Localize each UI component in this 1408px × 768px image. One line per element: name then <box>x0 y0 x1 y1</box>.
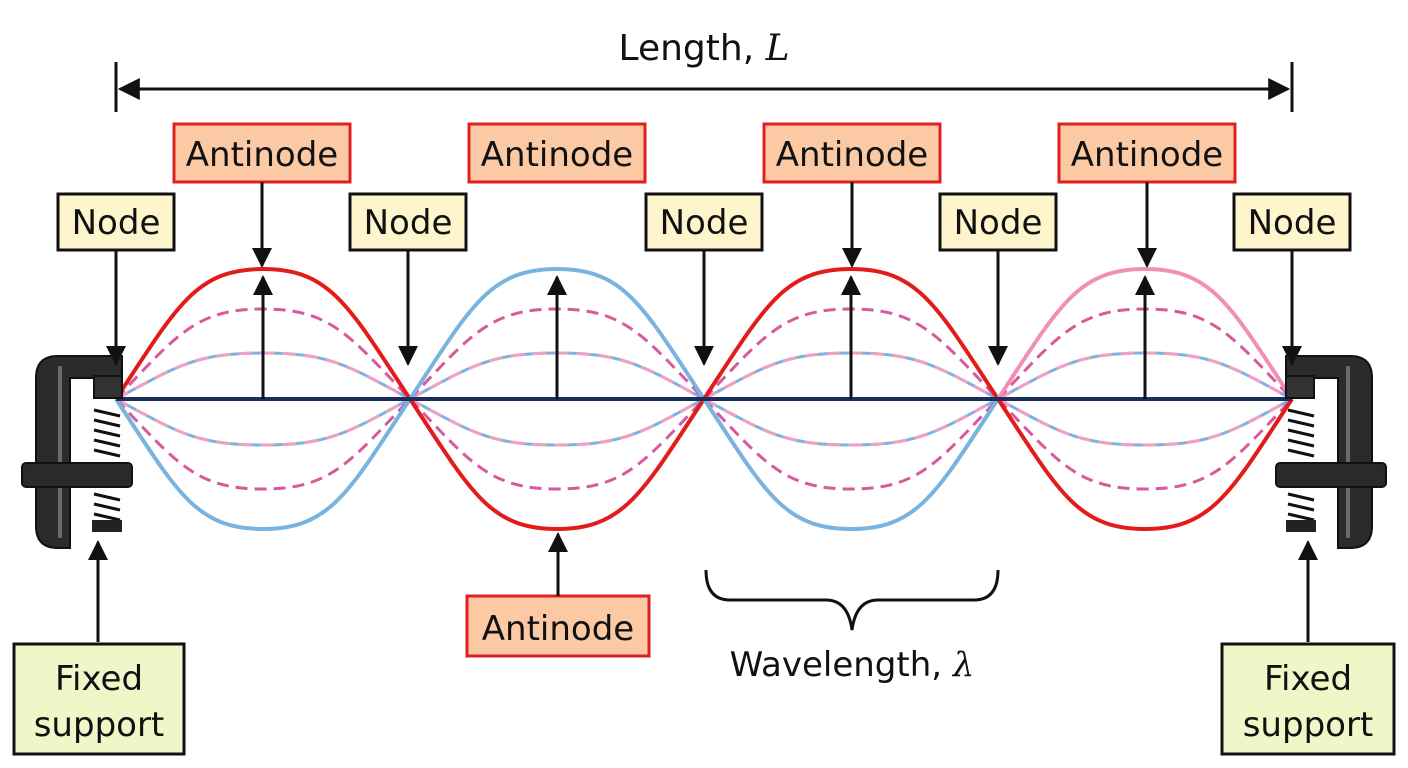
wave-dash-down-2 <box>408 397 706 491</box>
left-clamp <box>21 355 133 549</box>
right-clamp <box>1275 355 1387 549</box>
wave-dash-light-down-2 <box>409 397 705 447</box>
svg-text:Node: Node <box>660 203 749 243</box>
antinode-label-4: Antinode <box>1057 122 1237 268</box>
wave-outer-up-4 <box>996 266 1294 401</box>
wave-dash-down-4 <box>996 397 1294 491</box>
fixed-support-left: Fixed support <box>12 540 186 756</box>
wavelength-label: Wavelength, λ <box>730 645 975 685</box>
wave-dash-down-3 <box>702 397 1000 491</box>
amplitude-arrows <box>253 275 1155 399</box>
svg-text:Node: Node <box>954 203 1043 243</box>
svg-text:Fixed: Fixed <box>1264 659 1352 699</box>
wave-dash-light-down-4 <box>997 397 1293 447</box>
wave-outer-up-1 <box>114 266 412 401</box>
wave-outer-up-2 <box>408 266 706 401</box>
svg-text:Node: Node <box>364 203 453 243</box>
antinode-label-bottom: Antinode <box>465 532 651 658</box>
wave-dash-light-down-1 <box>115 397 411 447</box>
length-label: Length, L <box>619 28 790 69</box>
node-label-5: Node <box>1232 192 1352 366</box>
node-label-4: Node <box>938 192 1058 366</box>
svg-text:Fixed: Fixed <box>55 659 143 699</box>
wave-dash-light-down-3 <box>703 397 999 447</box>
wave-curves <box>114 266 1294 532</box>
wave-outer-down-2 <box>408 397 706 532</box>
svg-text:Antinode: Antinode <box>776 135 928 175</box>
wavelength-brace: Wavelength, λ <box>704 569 1000 685</box>
svg-text:support: support <box>34 705 165 745</box>
wave-outer-down-1 <box>114 397 412 532</box>
node-label-2: Node <box>348 192 468 366</box>
svg-text:Antinode: Antinode <box>186 135 338 175</box>
svg-text:Node: Node <box>72 203 161 243</box>
antinode-label-1: Antinode <box>172 122 352 268</box>
wave-outer-down-4 <box>996 397 1294 532</box>
svg-text:Node: Node <box>1248 203 1337 243</box>
svg-text:Antinode: Antinode <box>482 609 634 649</box>
fixed-support-right: Fixed support <box>1220 540 1396 756</box>
svg-text:support: support <box>1243 705 1374 745</box>
antinode-label-2-text: Antinode <box>481 135 633 175</box>
node-label-1: Node <box>56 192 176 366</box>
length-dimension: Length, L <box>114 28 1294 112</box>
wave-outer-up-3 <box>702 266 1000 401</box>
wave-dash-down-1 <box>114 397 412 491</box>
wave-outer-down-3 <box>702 397 1000 532</box>
svg-text:Antinode: Antinode <box>1071 135 1223 175</box>
node-label-3: Node <box>644 192 764 366</box>
antinode-label-3: Antinode <box>762 122 942 268</box>
antinode-label-2 <box>467 122 647 184</box>
